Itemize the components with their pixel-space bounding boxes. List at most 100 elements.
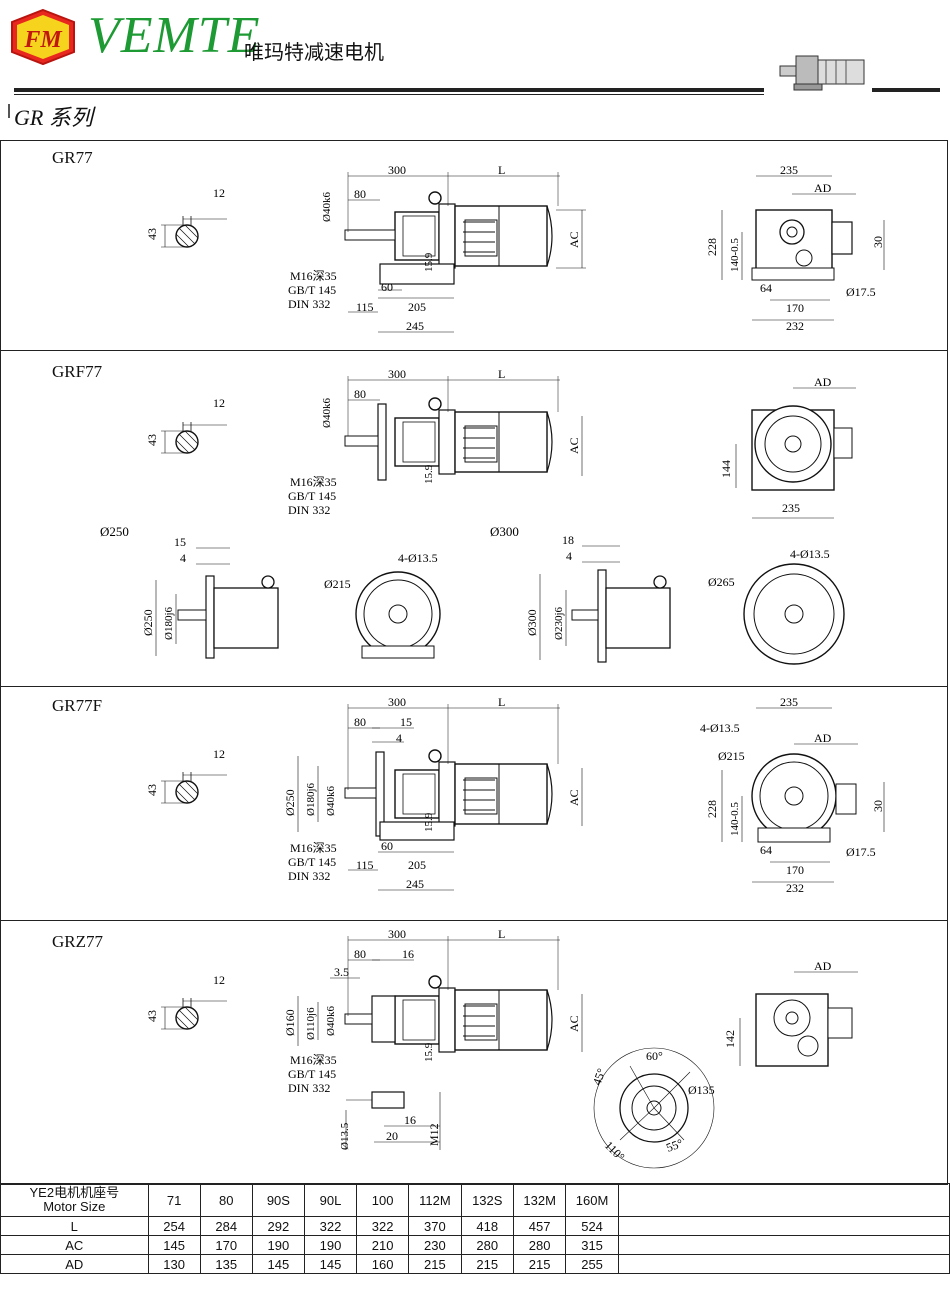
- svg-text:140-0.5: 140-0.5: [729, 238, 741, 272]
- svg-text:115: 115: [356, 300, 374, 314]
- svg-text:L: L: [498, 927, 505, 941]
- table-cell: 418: [460, 1216, 514, 1236]
- svg-text:GB/T 145: GB/T 145: [288, 283, 336, 297]
- svg-text:20: 20: [386, 1129, 398, 1143]
- svg-text:Ø300: Ø300: [525, 609, 539, 636]
- svg-text:Ø17.5: Ø17.5: [846, 845, 876, 859]
- svg-text:170: 170: [786, 863, 804, 877]
- svg-text:M16深35: M16深35: [290, 1053, 337, 1067]
- svg-text:3.5: 3.5: [334, 965, 349, 979]
- grf77-side-view: 300 L 80 Ø40k6 AC 15.9 M16深35 GB/T 145 D…: [288, 367, 583, 517]
- svg-text:60: 60: [381, 839, 393, 853]
- svg-text:64: 64: [760, 843, 772, 857]
- size-cell: 90S: [251, 1183, 305, 1217]
- svg-text:GB/T 145: GB/T 145: [288, 855, 336, 869]
- svg-text:300: 300: [388, 367, 406, 381]
- svg-text:Ø135: Ø135: [688, 1083, 715, 1097]
- flange-250-view: Ø250 15 4 Ø250 Ø180j6 4-Ø13.5 Ø215: [100, 524, 441, 659]
- grz77-flange-angles: 60° 45° Ø135 110° 55°: [590, 1047, 715, 1169]
- table-cell: 230: [408, 1235, 462, 1255]
- table-cell: 160: [356, 1254, 410, 1274]
- dim-height: 43: [145, 228, 159, 240]
- svg-text:Ø40k6: Ø40k6: [321, 398, 333, 428]
- svg-text:15.9: 15.9: [423, 1042, 435, 1062]
- svg-text:AC: AC: [567, 437, 581, 454]
- table-cell: 284: [199, 1216, 253, 1236]
- svg-text:300: 300: [388, 163, 406, 177]
- table-empty-cell: [617, 1235, 950, 1255]
- svg-text:Ø40k6: Ø40k6: [325, 786, 337, 816]
- table-header-cn: YE2电机机座号: [29, 1185, 120, 1200]
- size-cell: 112M: [408, 1183, 462, 1217]
- series-tick: [8, 104, 10, 118]
- svg-text:AC: AC: [567, 231, 581, 248]
- table-header-en: Motor Size: [43, 1199, 106, 1214]
- table-cell: 215: [460, 1254, 514, 1274]
- flange-300-view: Ø300 18 4 Ø300 Ø230j6 4-Ø13.5 Ø265: [490, 524, 845, 665]
- table-cell: 254: [147, 1216, 201, 1236]
- section-title-grz77: GRZ77: [52, 932, 103, 951]
- table-empty-cell: [617, 1254, 950, 1274]
- table-cell: 215: [512, 1254, 567, 1274]
- svg-text:64: 64: [760, 281, 772, 295]
- gr77f-side-view: 300 L 80 15 4 Ø250 Ø180j6 Ø40k6 AC 15.9 …: [283, 695, 583, 891]
- svg-text:Ø40k6: Ø40k6: [325, 1006, 337, 1036]
- svg-text:30: 30: [871, 236, 885, 248]
- svg-text:115: 115: [356, 858, 374, 872]
- svg-text:M16深35: M16深35: [290, 841, 337, 855]
- dim-key: 12: [213, 186, 225, 200]
- svg-text:DIN 332: DIN 332: [288, 503, 330, 517]
- svg-text:142: 142: [723, 1030, 737, 1048]
- svg-text:245: 245: [406, 319, 424, 333]
- table-cell: 215: [408, 1254, 462, 1274]
- svg-text:15.9: 15.9: [423, 464, 435, 484]
- svg-text:300: 300: [388, 695, 406, 709]
- table-cell: 145: [303, 1254, 358, 1274]
- svg-text:M16深35: M16深35: [290, 269, 337, 283]
- svg-text:12: 12: [213, 396, 225, 410]
- svg-text:M16深35: M16深35: [290, 475, 337, 489]
- gr77-front-view: 235 AD 228 140-0.5 30 64 Ø17.5 170 232: [705, 163, 885, 333]
- table-cell: 322: [356, 1216, 410, 1236]
- svg-text:AD: AD: [814, 375, 832, 389]
- svg-text:43: 43: [145, 784, 159, 796]
- table-cell: 145: [147, 1235, 201, 1255]
- svg-text:4-Ø13.5: 4-Ø13.5: [398, 551, 438, 565]
- svg-text:AD: AD: [814, 959, 832, 973]
- table-cell: 322: [303, 1216, 358, 1236]
- svg-text:15: 15: [400, 715, 412, 729]
- svg-text:60°: 60°: [646, 1049, 663, 1063]
- header-rule-thin: [14, 94, 764, 95]
- vemte-logo: FM: [8, 8, 78, 66]
- svg-text:AD: AD: [814, 181, 832, 195]
- brand-name: VEMTE: [88, 7, 261, 64]
- svg-text:Ø265: Ø265: [708, 575, 735, 589]
- section-title-gr77: GR77: [52, 148, 93, 167]
- svg-text:4-Ø13.5: 4-Ø13.5: [790, 547, 830, 561]
- svg-text:140-0.5: 140-0.5: [729, 802, 741, 836]
- header-rule-right: [872, 88, 940, 92]
- size-cell: 90L: [303, 1183, 358, 1217]
- svg-text:80: 80: [354, 947, 366, 961]
- section-title-grf77: GRF77: [52, 362, 103, 381]
- table-cell: 370: [408, 1216, 462, 1236]
- brand-cn: 唯玛特减速电机: [244, 40, 384, 64]
- svg-text:Ø215: Ø215: [718, 749, 745, 763]
- table-cell: 280: [512, 1235, 567, 1255]
- table-row: AC 145 170 190 190 210 230 280 280 315: [0, 1235, 950, 1255]
- size-cell: 160M: [565, 1183, 619, 1217]
- section-title-gr77f: GR77F: [52, 696, 103, 715]
- table-cell: 292: [251, 1216, 305, 1236]
- table-cell: 145: [251, 1254, 305, 1274]
- svg-text:Ø250: Ø250: [100, 524, 129, 539]
- svg-text:Ø110j6: Ø110j6: [305, 1007, 317, 1040]
- svg-text:235: 235: [780, 163, 798, 177]
- svg-text:Ø17.5: Ø17.5: [846, 285, 876, 299]
- size-cell: 71: [147, 1183, 201, 1217]
- svg-text:4-Ø13.5: 4-Ø13.5: [700, 721, 740, 735]
- svg-text:12: 12: [213, 747, 225, 761]
- svg-text:232: 232: [786, 881, 804, 895]
- series-title: GR 系列: [14, 105, 93, 130]
- svg-text:4: 4: [180, 551, 186, 565]
- svg-text:30: 30: [871, 800, 885, 812]
